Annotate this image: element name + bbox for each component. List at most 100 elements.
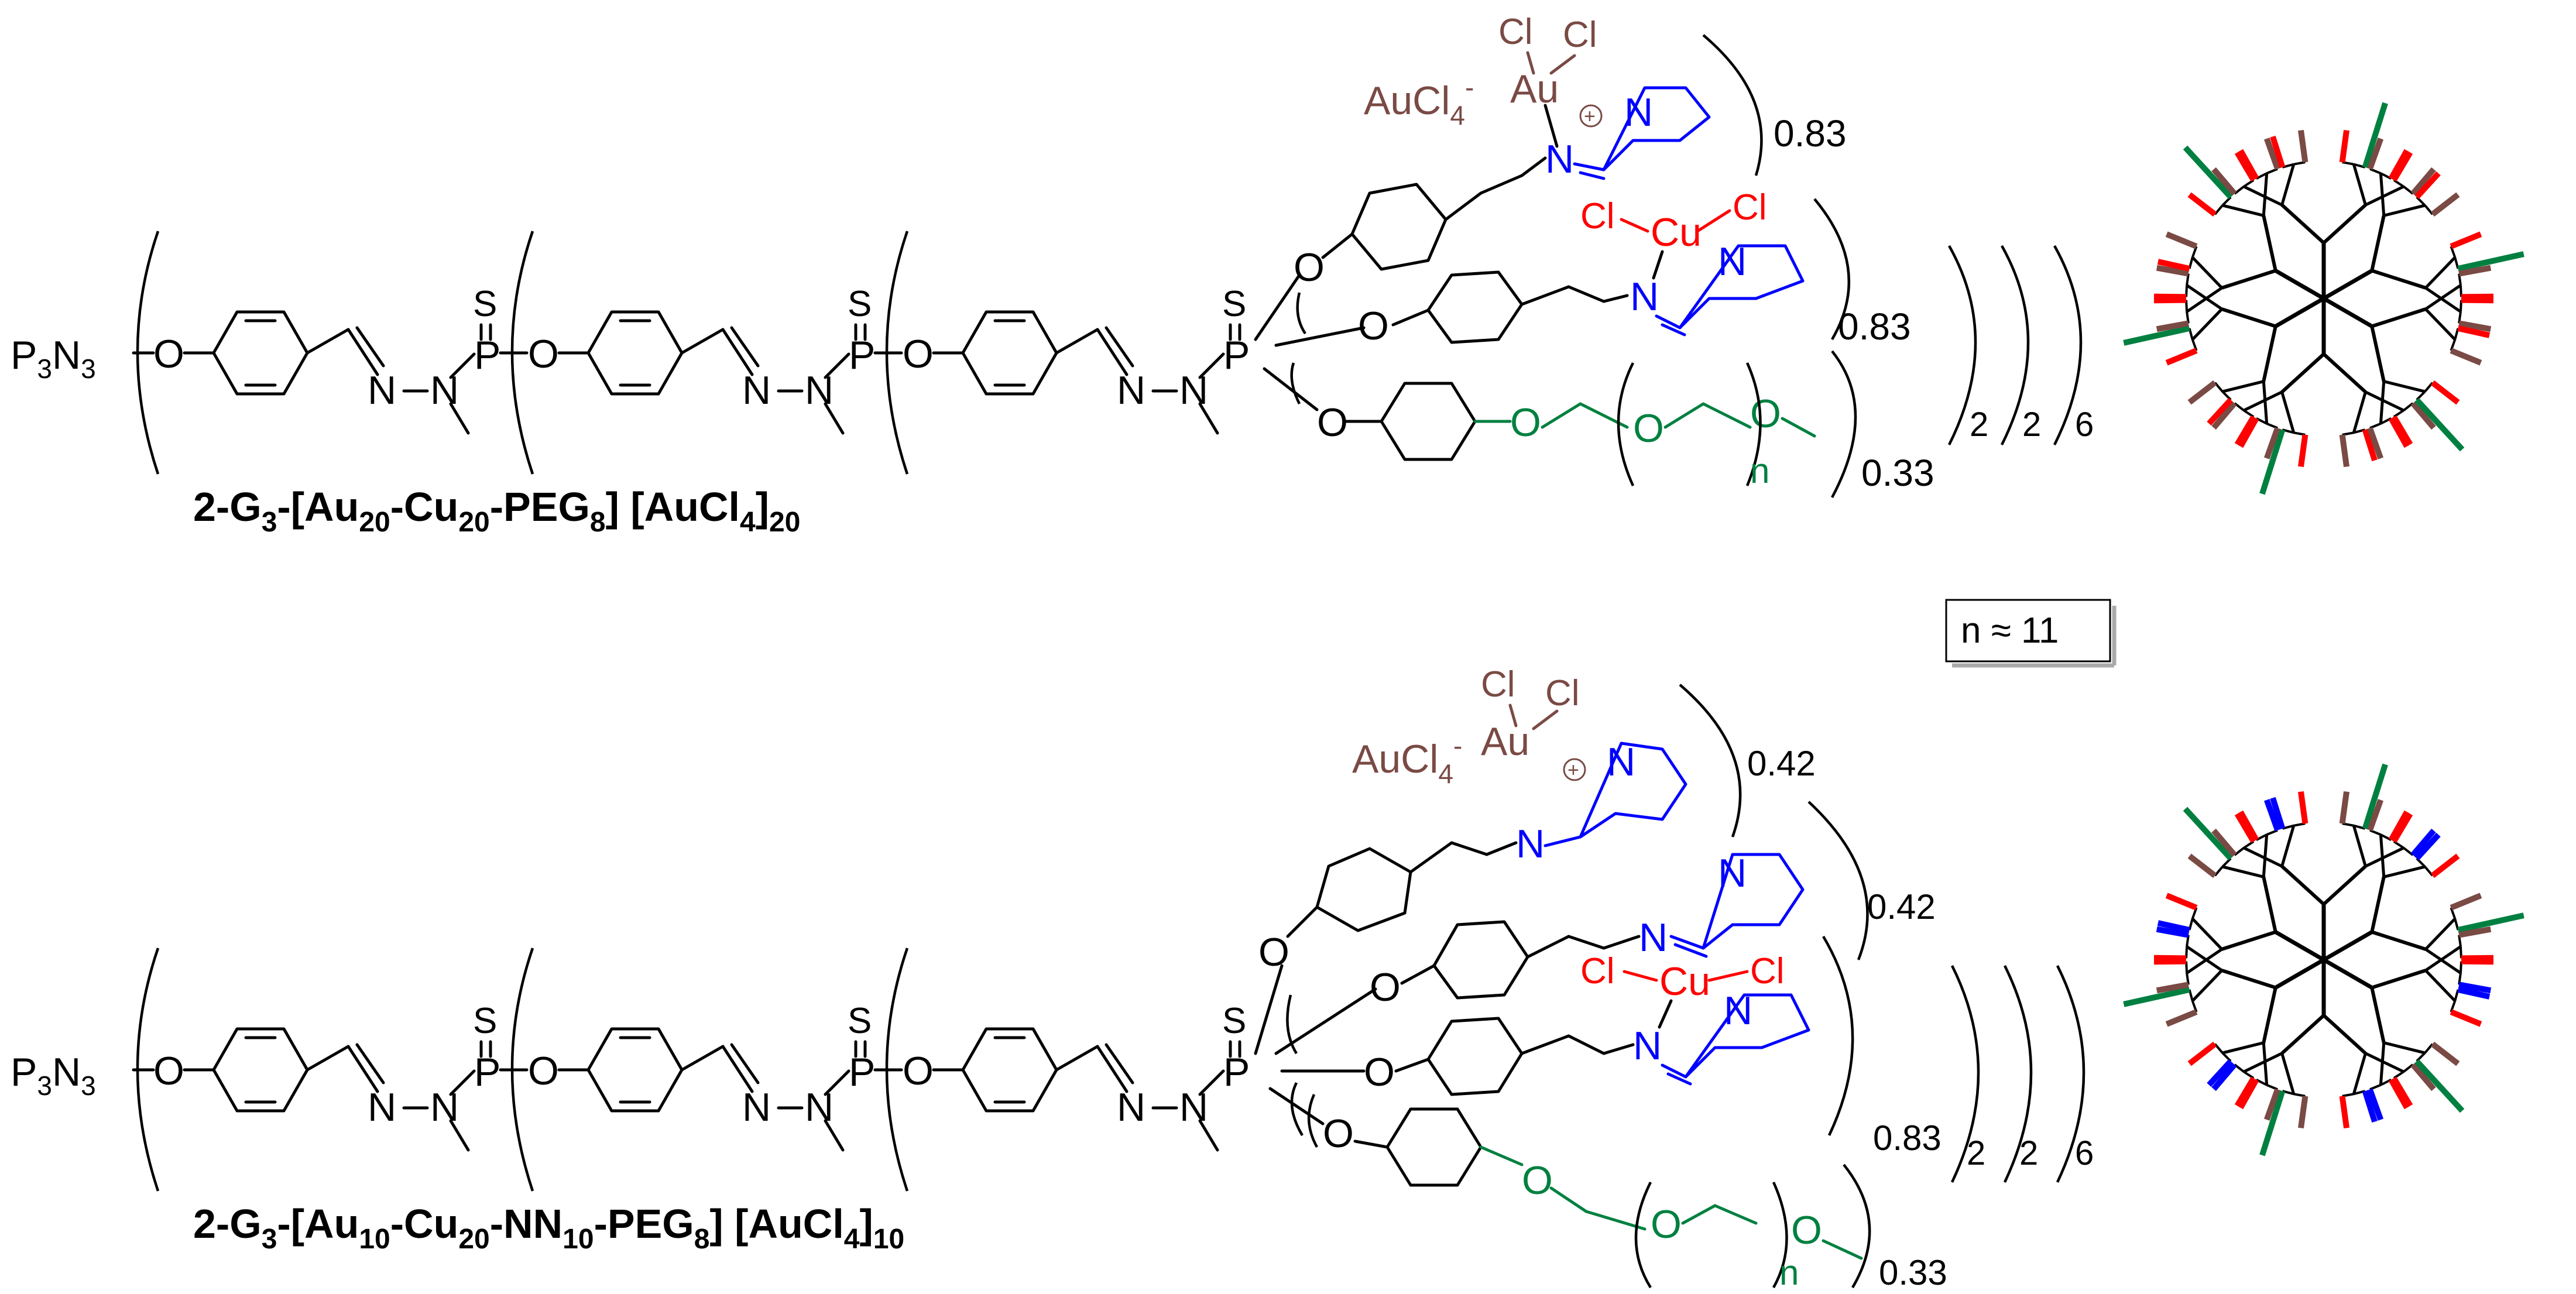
dendrimer-terminal-group: [2339, 434, 2349, 468]
dendrimer-terminal-group: [2238, 149, 2259, 180]
dendrimer-branch: [2293, 1093, 2306, 1097]
dendrimer-branch: [2352, 1053, 2367, 1095]
positive-charge-icon: [1563, 758, 1586, 781]
dendrimer-terminal-group: [2298, 434, 2309, 468]
dendrimer-terminal-group: [2391, 150, 2413, 182]
dendrimer-branch: [2221, 390, 2232, 401]
dendrimer-terminal-group: [2410, 167, 2436, 196]
dendrimer-terminal-group: [2388, 417, 2410, 448]
dendrimer-branch: [2262, 215, 2277, 272]
dendrimer-branch: [2424, 286, 2462, 313]
dendrimer-branch: [2188, 918, 2194, 931]
dendrimer-terminal-group: [2430, 1041, 2460, 1066]
oxygen-label: O: [1358, 304, 1389, 348]
dendrimer-branch: [2234, 186, 2245, 195]
dendrimer-branch: [2186, 973, 2190, 985]
dendrimer-branch: [2188, 328, 2194, 340]
copper-atom-label: Cu: [1659, 959, 1710, 1004]
dendrimer-branch: [2214, 382, 2224, 393]
repeat-unit-box: n ≈ 11: [1945, 599, 2117, 668]
dendrimer-branch: [2234, 1063, 2245, 1073]
dendrimer-terminal-group: [2367, 799, 2384, 832]
dendrimer-terminal-group: [2157, 259, 2190, 272]
dendrimer-branch: [2416, 857, 2426, 868]
dendrimer-terminal-group: [2298, 791, 2309, 824]
dendrimer-branch: [2221, 196, 2232, 207]
dendrimer-branch: [2243, 1070, 2255, 1079]
dendrimer-branch: [2280, 392, 2296, 434]
gen-block-bottom-1: O N N P S: [132, 948, 529, 1192]
dendrimer-branch: [2365, 1052, 2405, 1073]
sulfur-label: S: [848, 1001, 872, 1041]
peg-repeat-n-top: n: [1750, 451, 1769, 490]
dendrimer-terminal-group: [2430, 192, 2460, 217]
dendrimer-core-branch: [2323, 269, 2373, 301]
multipliers-top: 2 2 6: [1947, 245, 2094, 446]
dendrimer-branch: [2342, 822, 2354, 827]
dendrimer-terminal-group: [2238, 1078, 2259, 1110]
dendrimer-branch: [2243, 1052, 2283, 1073]
chloride-label: Cl: [1733, 187, 1767, 228]
imine-nitrogen-label: N: [1516, 822, 1545, 866]
dendrimer-branch: [2221, 269, 2276, 290]
dendrimer-branch: [2424, 969, 2457, 1002]
dendrimer-branch: [2458, 273, 2462, 286]
dendrimer-branch: [2185, 300, 2189, 312]
terminal-arms-bottom: O N N Au Cl Cl + AuCl4- 0.42 O: [1254, 664, 1947, 1292]
dendrimer-branch: [2393, 179, 2405, 188]
compound-bottom: P3N3 O N N P S O: [11, 664, 2094, 1292]
dendrimer-branch: [2424, 382, 2434, 393]
dendrimer-terminal-group: [2183, 145, 2233, 200]
dendrimer-branch: [2282, 1090, 2294, 1096]
gen-block-bottom-2: O N N P S: [510, 948, 903, 1192]
dendrimer-branch: [2186, 945, 2223, 972]
phosphorus-label: P: [474, 1050, 500, 1094]
dendrimer-terminal-group: [2450, 348, 2482, 366]
phosphorus-label: P: [1223, 333, 1250, 377]
dendrimer-branch: [2221, 930, 2276, 951]
compound-top: P3N3 O N N P S O: [11, 12, 2094, 538]
oxygen-label: O: [1258, 930, 1289, 974]
dendrimer-branch: [2353, 824, 2366, 830]
dendrimer-terminal-group: [2339, 791, 2349, 824]
dendrimer-branch: [2353, 163, 2366, 169]
peg-oxygen-label: O: [1651, 1202, 1682, 1247]
dendrimer-branch: [2255, 172, 2268, 180]
dendrimer-branch: [2416, 1052, 2426, 1062]
dendrimer-terminal-group: [2156, 265, 2189, 277]
dendrimer-branch: [2450, 246, 2457, 258]
dendrimer-branch: [2371, 969, 2426, 990]
compound-name-top: 2-G3-[Au20-Cu20-PEG8] [AuCl4]20: [193, 484, 800, 538]
dendrimer-terminal-group: [2157, 920, 2190, 933]
peg-oxygen-label: O: [1522, 1158, 1553, 1203]
dendrimer-branch: [2186, 273, 2190, 286]
dendrimer-terminal-group: [2165, 893, 2198, 911]
multiplier-1-top: 2: [1970, 406, 1988, 444]
dendrimer-terminal-group: [2388, 149, 2410, 180]
dendrimer-branch: [2214, 204, 2224, 215]
multipliers-bottom: 2 2 6: [1950, 965, 2094, 1183]
dendrimer-branch: [2191, 256, 2223, 289]
dendrimer-branch: [2186, 948, 2223, 974]
dendrimer-branch: [2282, 428, 2294, 434]
dendrimer-branch: [2255, 417, 2268, 425]
dendrimer-branch: [2370, 215, 2386, 272]
dendrimer-branch: [2222, 380, 2264, 393]
dendrimer-terminal-group: [2234, 812, 2256, 843]
dendrimer-terminal-group: [2457, 325, 2491, 338]
dendrimer-branch: [2280, 1014, 2325, 1055]
chloride-label: Cl: [1580, 196, 1615, 236]
dendrimer-branch: [2266, 423, 2278, 430]
dendrimer-terminal-group: [2123, 325, 2190, 346]
dendrimer-core-branch: [2274, 957, 2325, 990]
dendrimer-branch: [2458, 311, 2462, 324]
sulfur-label: S: [1222, 284, 1246, 324]
dendrimer-branch: [2371, 307, 2426, 328]
dendrimer-branch: [2342, 161, 2354, 166]
core-label-top: P3N3: [11, 333, 96, 384]
dendrimer-branch: [2369, 423, 2382, 430]
dendrimer-terminal-group: [2123, 987, 2190, 1007]
phosphorus-label: P: [849, 1050, 875, 1094]
dendrimer-terminal-group: [2414, 832, 2441, 861]
dendrimer-terminal-group: [2450, 231, 2482, 249]
